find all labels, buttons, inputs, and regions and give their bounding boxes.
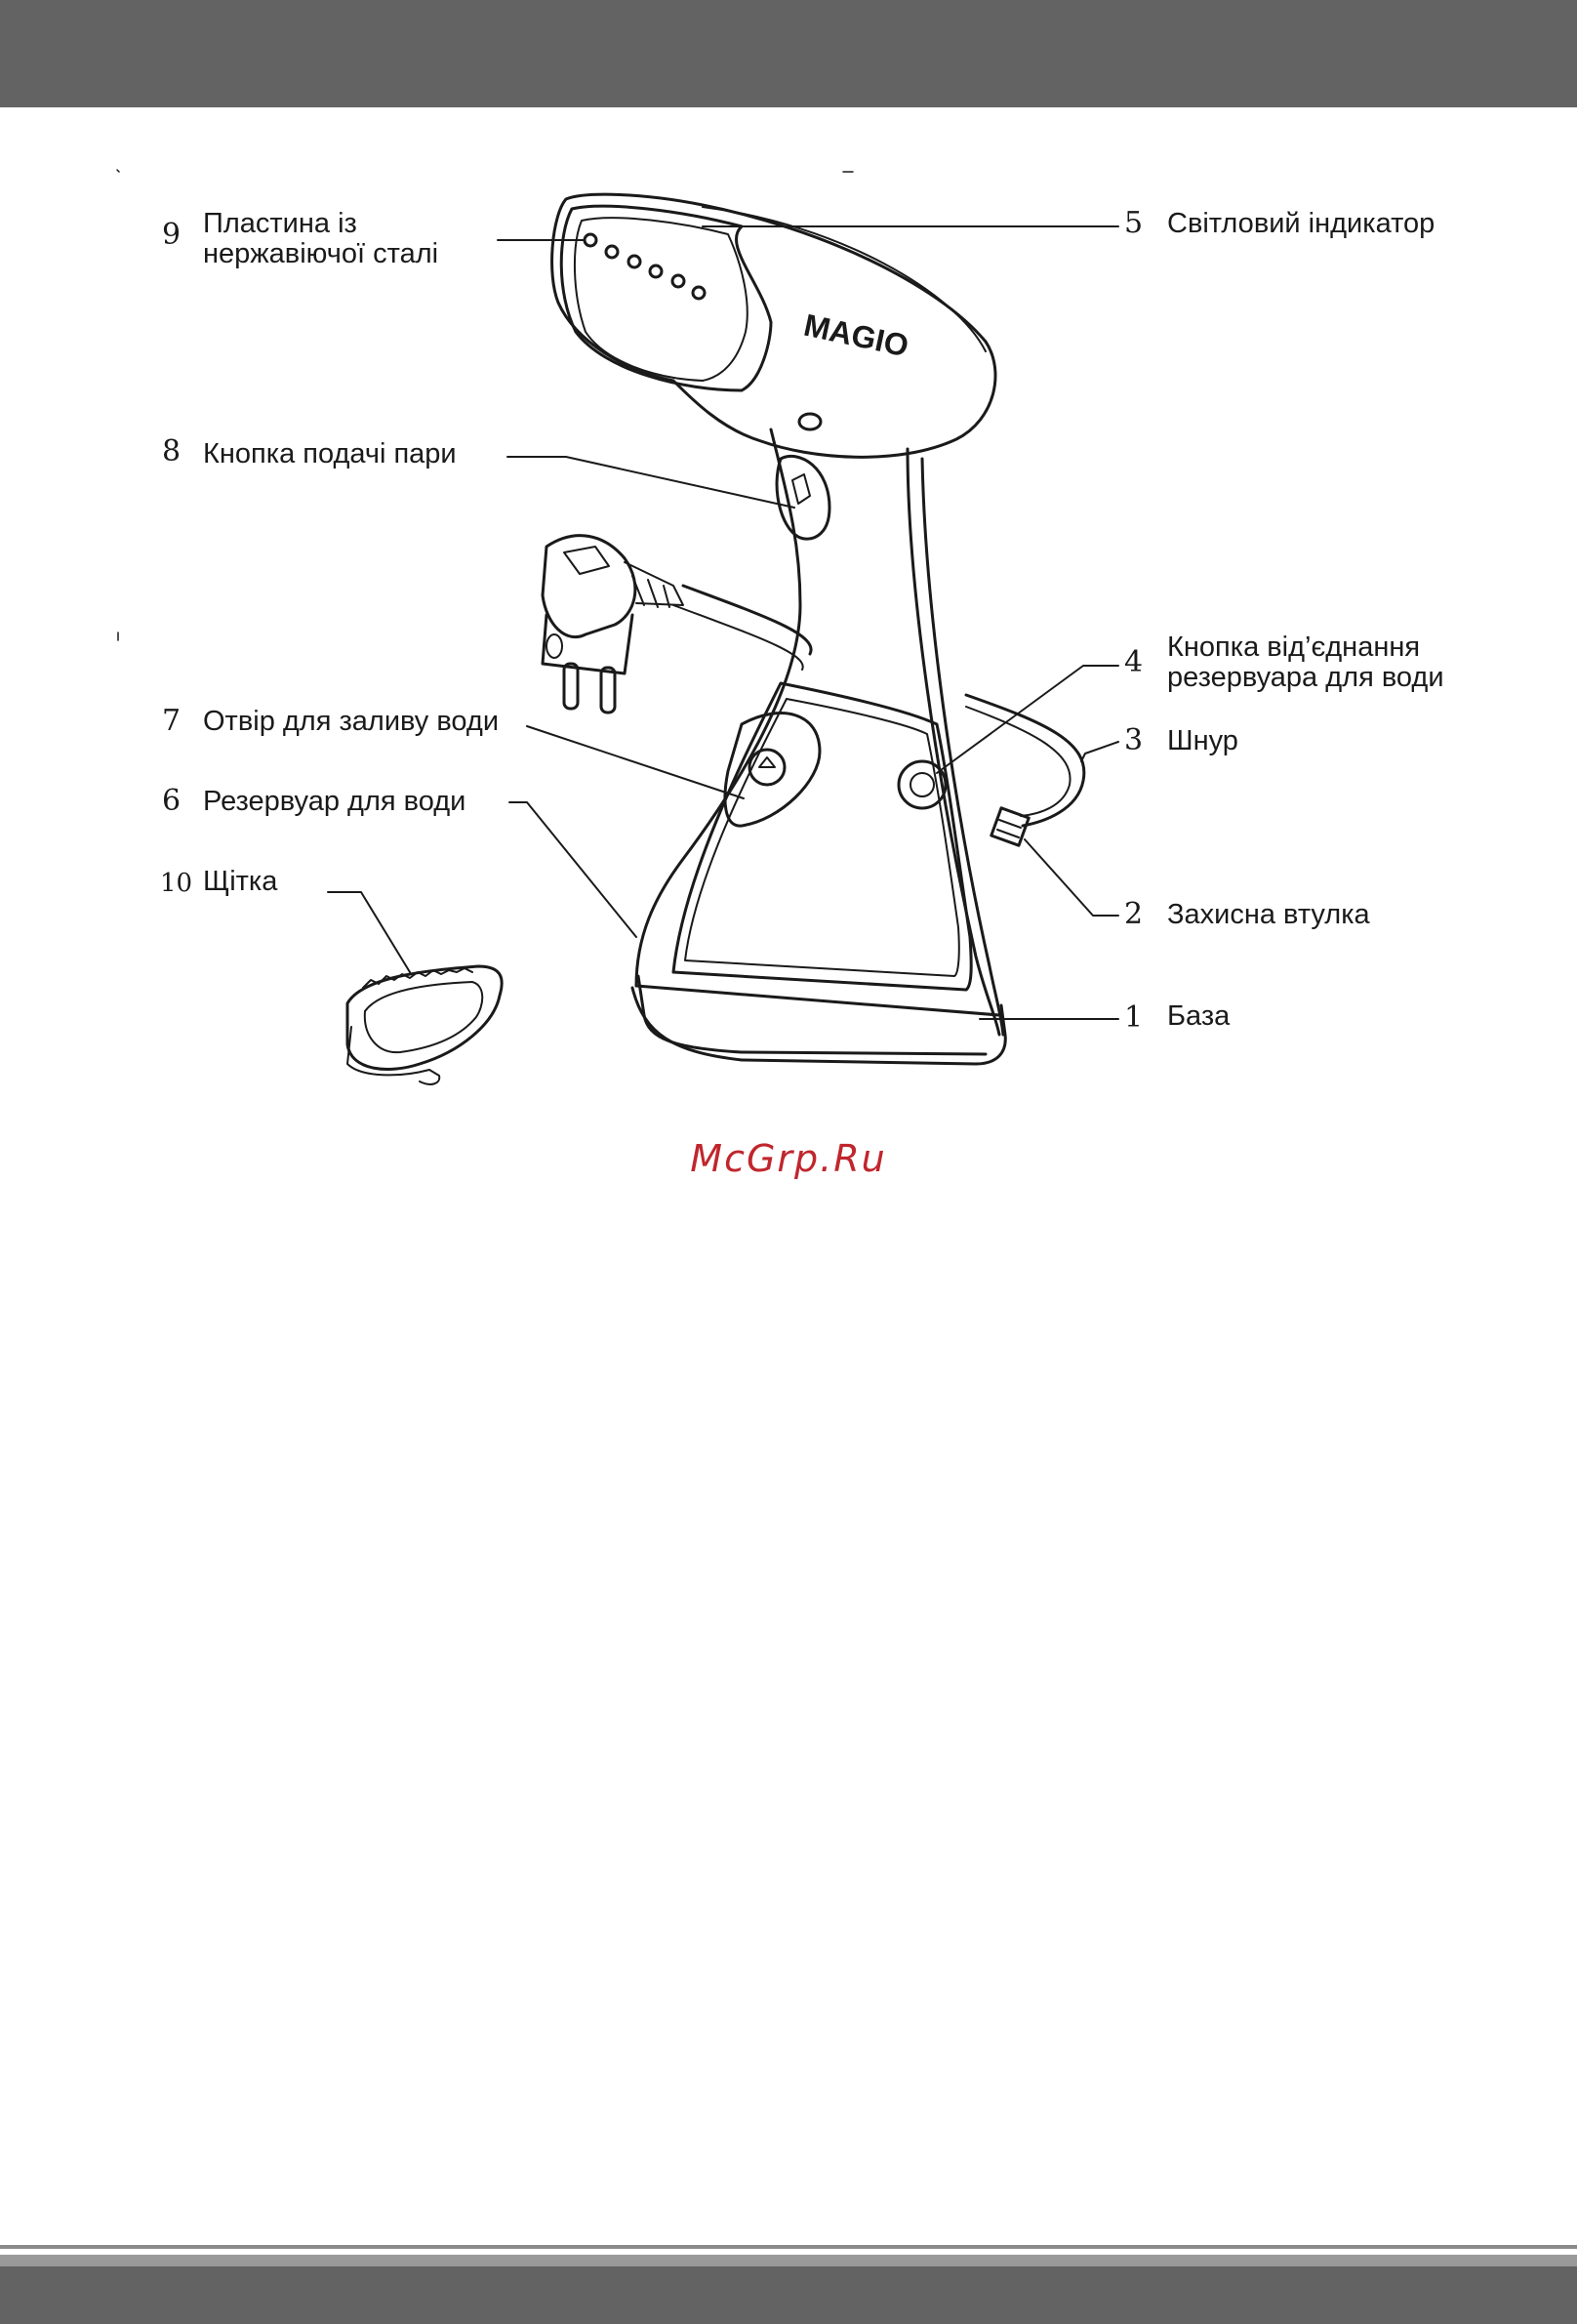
callout-label-base: База [1167, 1001, 1230, 1032]
footer-stripe [0, 2255, 1577, 2266]
steamer-body [636, 429, 1003, 1035]
callout-label-plate: Пластина із нержавіючої сталі [203, 209, 438, 270]
tank-release-shape [899, 761, 946, 808]
callout-number-5: 5 [1124, 209, 1143, 238]
callout-number-10: 10 [160, 871, 192, 896]
callout-label-brush: Щітка [203, 867, 277, 897]
brush-shape [347, 966, 502, 1084]
footer-rule [0, 2245, 1577, 2249]
steamer-head [552, 194, 995, 457]
callout-label-tank-release: Кнопка від’єднання резервуара для води [1167, 632, 1444, 694]
plug-shape [543, 536, 683, 713]
callout-number-1: 1 [1124, 1003, 1143, 1033]
callout-number-6: 6 [162, 787, 181, 816]
callout-number-3: 3 [1124, 726, 1143, 755]
callout-number-7: 7 [162, 707, 181, 736]
steamer-illustration: MAGIO [0, 0, 1577, 1132]
watermark-text: McGrp.Ru [0, 1137, 1577, 1180]
callout-label-sleeve: Захисна втулка [1167, 900, 1370, 930]
callout-label-cord: Шнур [1167, 726, 1238, 756]
callout-label-indicator: Світловий індикатор [1167, 209, 1435, 239]
callout-label-steam-button: Кнопка подачі пари [203, 439, 457, 469]
steam-button-shape [777, 456, 829, 539]
steamer-diagram: MAGIO 9 Пластина із нержавіючої сталі 5 … [0, 0, 1577, 1132]
leader-lines [328, 226, 1118, 1019]
callout-number-8: 8 [162, 437, 181, 467]
callout-label-fill-hole: Отвір для заливу води [203, 707, 499, 737]
footer-bar [0, 2266, 1577, 2324]
brand-logo: MAGIO [801, 307, 912, 364]
callout-label-tank: Резервуар для води [203, 787, 465, 817]
callout-number-2: 2 [1124, 900, 1143, 929]
callout-number-4: 4 [1124, 648, 1143, 677]
callout-number-9: 9 [162, 221, 181, 250]
